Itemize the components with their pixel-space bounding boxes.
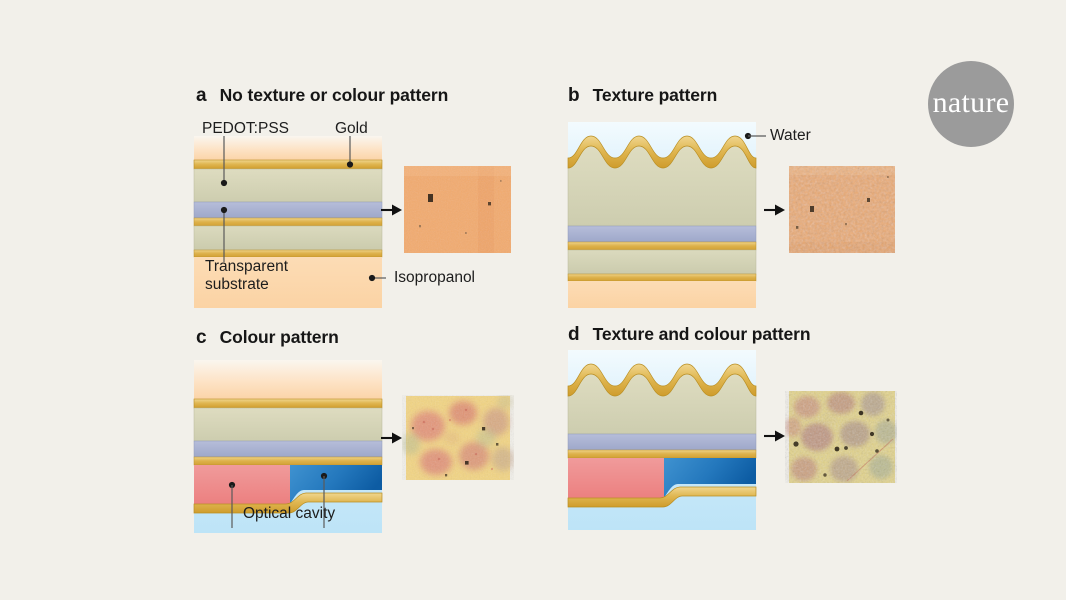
isopropanol-leader-dot (368, 274, 376, 282)
micrograph-speck (845, 223, 847, 226)
isopropanol-medium (194, 136, 382, 160)
micrograph-speck (810, 206, 814, 212)
transparent-substrate-leader-dot (220, 206, 228, 214)
panel-c-letter: c (196, 327, 207, 348)
micrograph-speck (419, 225, 421, 228)
micrograph-colour-only (402, 395, 514, 480)
nature-logo: nature (928, 61, 1014, 147)
transparent-substrate-label: Transparent substrate (205, 258, 288, 294)
panel-d-title: Texture and colour pattern (592, 324, 811, 344)
gold-bottom-layer (567, 273, 757, 282)
isopropanol-label: Isopropanol (394, 269, 476, 286)
panel-c-arrow (381, 432, 402, 444)
panel-d: d Texture and colour pattern (0, 0, 897, 530)
micrograph-texture-and-colour (785, 391, 897, 483)
micrograph-no-texture-no-colour (404, 166, 511, 253)
panel-b-title: Texture pattern (592, 85, 718, 105)
gold-top-layer-textured (567, 363, 757, 397)
gold-top-layer (193, 398, 383, 409)
panel-d-letter: d (568, 324, 580, 345)
panel-a-diagram (193, 136, 386, 308)
micrograph-speck (875, 449, 879, 453)
micrograph-scratch (846, 438, 894, 482)
panel-b-arrow (764, 204, 785, 216)
panel-b-letter: b (568, 85, 580, 106)
pedot-lower-layer (193, 225, 383, 251)
gold-leader-dot (346, 161, 354, 168)
gold-middle-layer (193, 456, 383, 466)
panel-a-heading: a No texture or colour pattern (196, 85, 448, 107)
transparent-substrate-layer (568, 281, 756, 308)
transparent-substrate-layer (194, 257, 382, 308)
pedot-lower-layer (567, 249, 757, 275)
micrograph-speck (886, 418, 890, 422)
optical-cavity-blue (290, 465, 382, 504)
panel-b: b Texture pattern Water (0, 0, 895, 310)
optical-cavity-blue (664, 458, 756, 498)
top-medium (194, 360, 382, 399)
panel-a: a No texture or colour pattern (0, 0, 533, 310)
micrograph-speck (858, 410, 864, 416)
pedot-upper-layer (193, 407, 383, 442)
panel-a-title: No texture or colour pattern (219, 85, 449, 105)
micrograph-speck (867, 198, 870, 202)
colour-speckles (422, 408, 494, 471)
blue-interlayer (567, 225, 757, 243)
micrograph-texture-only (789, 166, 895, 253)
panel-d-heading: d Texture and colour pattern (568, 324, 811, 346)
pedot-pss-leader-dot (220, 179, 228, 187)
micrograph-speck (887, 176, 889, 178)
micrograph-speck (465, 232, 467, 234)
panel-c: c Colour pattern (0, 0, 533, 533)
micrograph-speck (796, 226, 799, 229)
blue-interlayer (567, 433, 757, 451)
micrograph-speck (793, 441, 799, 447)
pedot-pss-label: PEDOT:PSS (202, 120, 289, 137)
micrograph-speck (823, 473, 827, 477)
micrograph-speck (844, 446, 848, 450)
micrograph-speck (445, 474, 448, 477)
micrograph-speck (465, 461, 469, 465)
colour-domains (402, 395, 514, 475)
gold-middle-layer (567, 449, 757, 459)
gold-bottom-layer-stepped (567, 486, 757, 508)
micrograph-speck (488, 202, 491, 206)
panel-d-arrow (764, 430, 785, 442)
micrograph-speck (496, 443, 499, 446)
panel-a-arrow (381, 204, 402, 216)
blue-interlayer (193, 440, 383, 458)
panel-b-diagram (567, 122, 766, 308)
gold-top-layer-textured (567, 135, 757, 169)
panel-d-diagram (567, 350, 757, 530)
micrograph-speck (482, 427, 486, 431)
gold-middle-layer (567, 241, 757, 251)
micrograph-speck (428, 194, 433, 202)
gold-label: Gold (335, 120, 368, 137)
nature-logo-text: nature (932, 86, 1010, 119)
panel-c-heading: c Colour pattern (196, 327, 339, 349)
optical-cavity-label: Optical cavity (243, 505, 336, 522)
panel-c-diagram (193, 360, 383, 533)
micrograph-speck (500, 180, 502, 182)
panel-c-title: Colour pattern (219, 327, 339, 347)
water-label: Water (770, 127, 811, 144)
micrograph-speck (412, 427, 414, 430)
optical-cavity-red (568, 458, 664, 498)
optical-cavity-red (194, 465, 290, 504)
micrograph-speck (869, 431, 875, 437)
panel-b-heading: b Texture pattern (568, 85, 717, 107)
micrograph-speck (834, 446, 840, 452)
colour-domains (785, 392, 897, 482)
panel-a-letter: a (196, 85, 207, 106)
gold-bottom-layer-stepped (193, 492, 383, 514)
